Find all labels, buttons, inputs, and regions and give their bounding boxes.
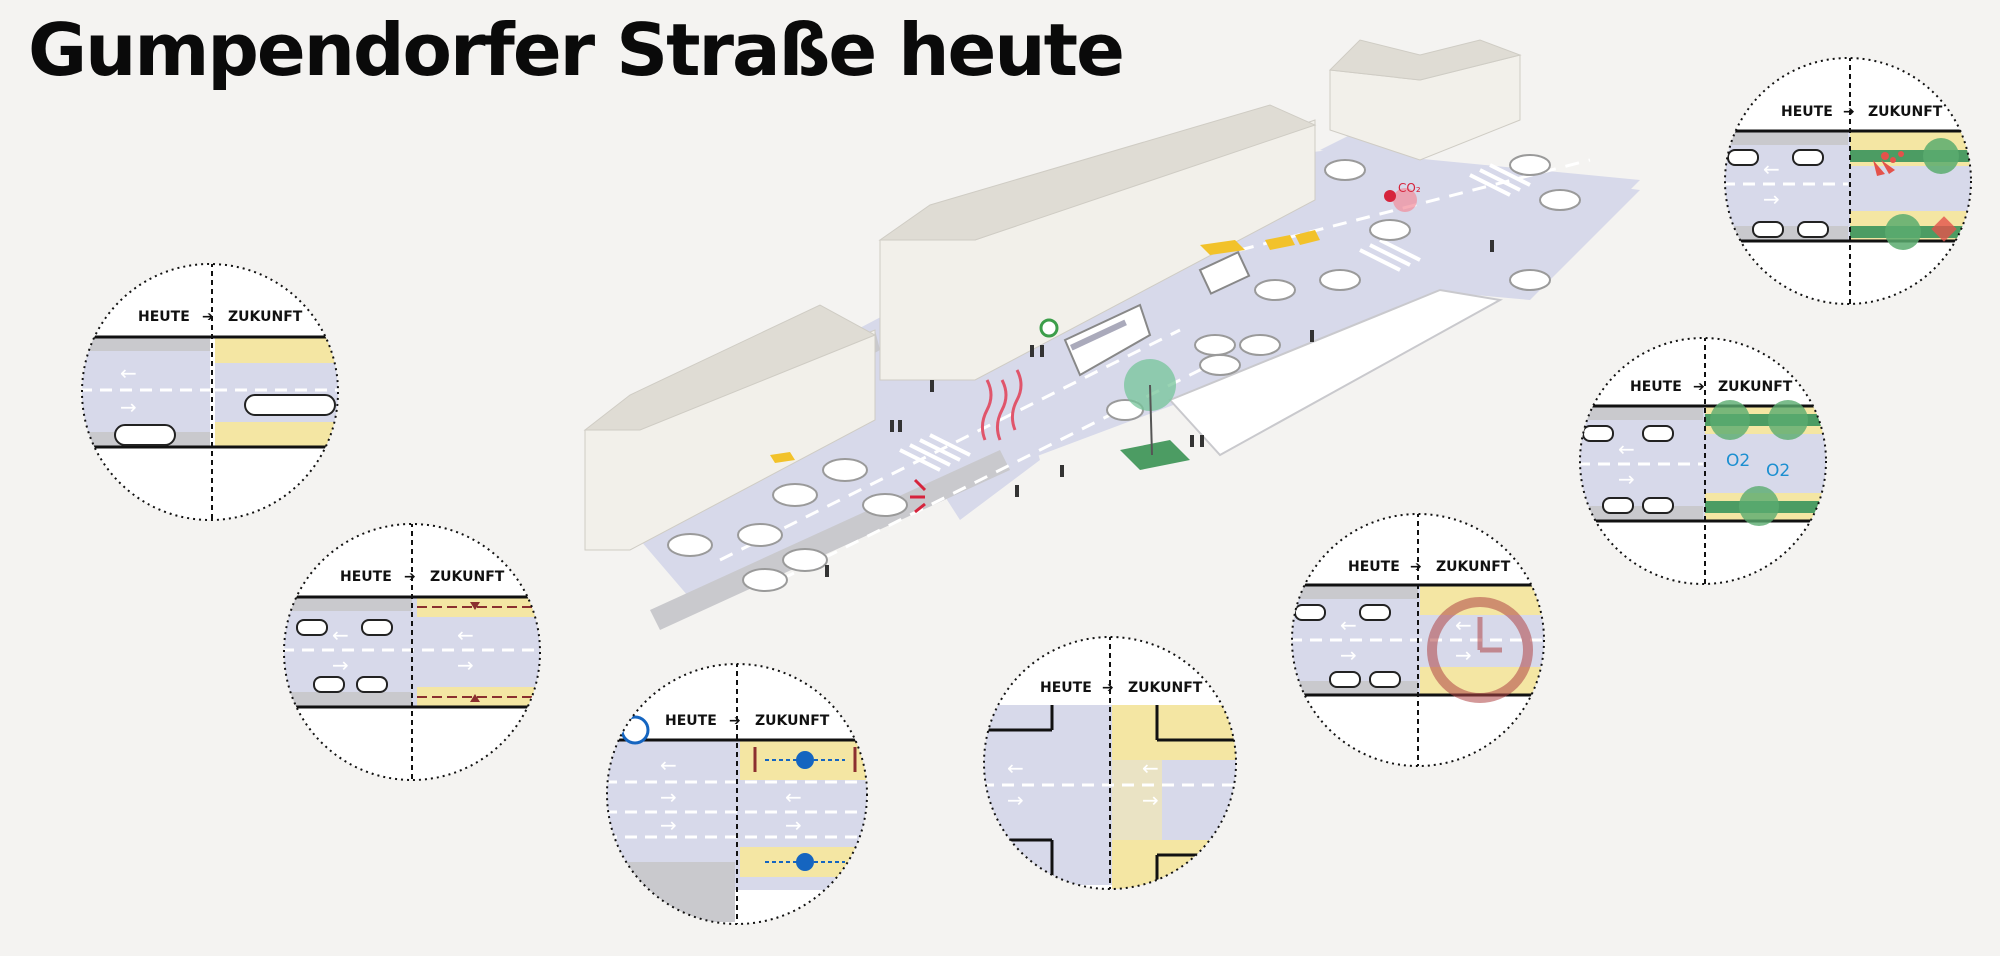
heat-waves	[980, 369, 1023, 441]
delivery-truck	[1198, 250, 1251, 295]
svg-text:←: ←	[1142, 756, 1159, 780]
car-icon	[1294, 604, 1326, 621]
label-heute: HEUTE	[1040, 680, 1092, 696]
svg-text:←: ←	[1455, 613, 1472, 637]
svg-text:←: ←	[120, 361, 137, 385]
svg-text:→: →	[1142, 788, 1159, 812]
car-icon	[1359, 604, 1391, 621]
svg-text:→: →	[785, 813, 802, 837]
svg-text:←: ←	[1007, 756, 1024, 780]
car-icon	[361, 619, 393, 636]
car-icon	[313, 676, 345, 693]
label-heute: HEUTE	[1630, 379, 1682, 395]
sidewalk-lower	[650, 450, 1010, 630]
pedestrian-icon	[796, 751, 814, 769]
circle-time-parking: ← → ← → HEUTE ➔ ZUKUNFT	[1290, 512, 1546, 772]
bus-icon	[114, 424, 176, 446]
svg-text:→: →	[660, 785, 677, 809]
svg-text:→: →	[1455, 643, 1472, 667]
cars	[667, 154, 1581, 592]
circle-loading-zone: ← → ← → HEUTE ➔ ZUKUNFT	[282, 522, 542, 786]
svg-text:➔: ➔	[202, 309, 214, 325]
car-icon	[1752, 221, 1784, 238]
circle-intersection: ← → ← → HEUTE ➔ ZUKUNFT	[982, 635, 1238, 895]
svg-text:➔: ➔	[1843, 104, 1855, 120]
svg-text:→: →	[457, 653, 474, 677]
building-right	[1328, 39, 1522, 161]
svg-text:→: →	[1340, 643, 1357, 667]
label-zukunft: ZUKUNFT	[1868, 104, 1943, 120]
car-icon	[1369, 671, 1401, 688]
circle-pedestrian-crossing: ← → → ← → HEUTE ➔ ZUKUNFT	[605, 662, 869, 930]
tree	[1124, 359, 1176, 456]
crosswalk	[899, 163, 1531, 472]
svg-text:→: →	[1007, 788, 1024, 812]
svg-text:←: ←	[660, 753, 677, 777]
svg-text:➔: ➔	[404, 569, 416, 585]
label-zukunft: ZUKUNFT	[1718, 379, 1793, 395]
circle-air-quality: ← → HEUTE ➔ ZUKUNFT	[1723, 56, 1973, 310]
pedestrian-icon	[796, 853, 814, 871]
svg-text:O2: O2	[1766, 461, 1790, 481]
co2-emission: CO₂	[1384, 181, 1421, 212]
svg-text:→: →	[1618, 467, 1635, 491]
side-street-right	[1410, 180, 1640, 300]
car-icon	[356, 676, 388, 693]
page-title: Gumpendorfer Straße heute	[28, 8, 1125, 92]
label-zukunft: ZUKUNFT	[1128, 680, 1203, 696]
label-zukunft: ZUKUNFT	[1436, 559, 1511, 575]
car-icon	[296, 619, 328, 636]
bus	[1063, 303, 1152, 377]
label-zukunft: ZUKUNFT	[430, 569, 505, 585]
svg-text:→: →	[660, 813, 677, 837]
circle-trees-oxygen: ← → O2 O2 HEUTE ➔ ZUKUNFT	[1578, 336, 1828, 590]
circle-bus-lane: ← → HEUTE ➔ ZUKUNFT	[80, 262, 340, 526]
market-stalls	[770, 230, 1320, 463]
svg-text:➔: ➔	[1410, 559, 1422, 575]
car-icon	[1797, 221, 1829, 238]
svg-text:→: →	[1763, 187, 1780, 211]
building-center	[878, 104, 1317, 381]
car-icon	[1582, 425, 1614, 442]
car-icon	[1602, 497, 1634, 514]
sign-icon	[620, 715, 650, 745]
svg-text:←: ←	[1340, 613, 1357, 637]
car-icon	[1642, 425, 1674, 442]
svg-text:←: ←	[457, 623, 474, 647]
label-heute: HEUTE	[1781, 104, 1833, 120]
green-area	[1120, 440, 1190, 470]
svg-text:←: ←	[1763, 157, 1780, 181]
svg-text:←: ←	[785, 785, 802, 809]
svg-text:O2: O2	[1726, 451, 1750, 471]
label-zukunft: ZUKUNFT	[228, 309, 303, 325]
svg-text:➔: ➔	[729, 713, 741, 729]
svg-text:→: →	[120, 395, 137, 419]
svg-text:CO₂: CO₂	[1398, 181, 1421, 195]
tree-icon	[1705, 400, 1826, 526]
noise-marks	[910, 478, 927, 514]
svg-text:➔: ➔	[1102, 680, 1114, 696]
label-heute: HEUTE	[138, 309, 190, 325]
car-icon	[1329, 671, 1361, 688]
svg-text:←: ←	[1618, 437, 1635, 461]
svg-text:←: ←	[332, 623, 349, 647]
svg-text:➔: ➔	[1693, 379, 1705, 395]
label-heute: HEUTE	[665, 713, 717, 729]
label-heute: HEUTE	[340, 569, 392, 585]
label-zukunft: ZUKUNFT	[755, 713, 830, 729]
building-left	[583, 304, 877, 551]
bus-stop-icon	[1039, 318, 1059, 338]
svg-text:→: →	[332, 653, 349, 677]
label-heute: HEUTE	[1348, 559, 1400, 575]
pedestrians	[825, 240, 1494, 577]
car-icon	[1727, 149, 1759, 166]
car-icon	[1642, 497, 1674, 514]
clock-icon	[1427, 597, 1533, 703]
bus-icon	[244, 394, 336, 416]
car-icon	[1792, 149, 1824, 166]
